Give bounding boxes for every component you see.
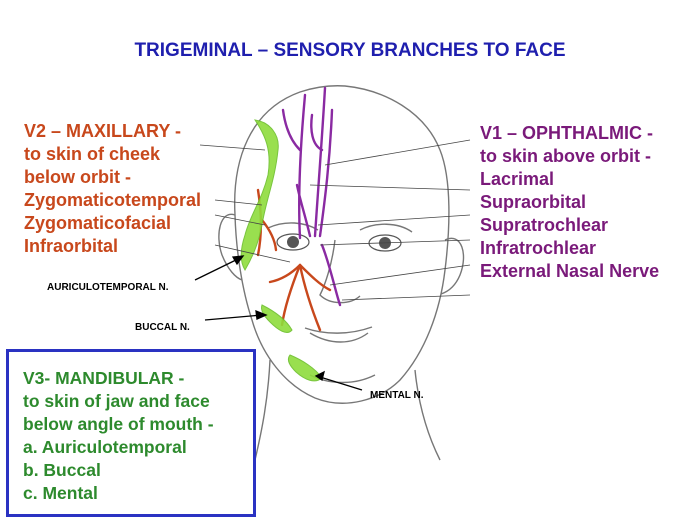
maxillary-line: to skin of cheek bbox=[24, 144, 161, 164]
mental-label: MENTAL N. bbox=[370, 390, 424, 401]
mandibular-line: c. Mental bbox=[23, 483, 98, 503]
mandibular-box: V3- MANDIBULAR - to skin of jaw and face… bbox=[6, 349, 256, 517]
ophthalmic-line: Lacrimal bbox=[480, 169, 555, 189]
mandibular-line: V3- MANDIBULAR - bbox=[23, 368, 185, 388]
label-arrows bbox=[194, 255, 363, 391]
auriculotemporal-label: AURICULOTEMPORAL N. bbox=[47, 282, 169, 293]
leader-lines bbox=[199, 139, 471, 301]
page-title: TRIGEMINAL – SENSORY BRANCHES TO FACE bbox=[134, 40, 566, 61]
maxillary-line: Infraorbital bbox=[24, 236, 119, 256]
ophthalmic-line: External Nasal Nerve bbox=[480, 261, 660, 281]
mandibular-line: to skin of jaw and face bbox=[23, 391, 210, 411]
maxillary-line: below orbit - bbox=[24, 167, 131, 187]
ophthalmic-line: Supratrochlear bbox=[480, 215, 609, 235]
eyes bbox=[276, 233, 402, 252]
ophthalmic-line: Supraorbital bbox=[480, 192, 587, 212]
ophthalmic-nerves bbox=[281, 86, 342, 307]
maxillary-line: Zygomaticofacial bbox=[24, 213, 172, 233]
ophthalmic-line: Infratrochlear bbox=[480, 238, 597, 258]
mandibular-nerves bbox=[240, 119, 323, 382]
maxillary-line: Zygomaticotemporal bbox=[24, 190, 202, 210]
mandibular-line: a. Auriculotemporal bbox=[23, 437, 187, 457]
ophthalmic-line: V1 – OPHTHALMIC - bbox=[480, 123, 654, 143]
ophthalmic-text: V1 – OPHTHALMIC - to skin above orbit - … bbox=[480, 122, 659, 283]
mandibular-text: V3- MANDIBULAR - to skin of jaw and face… bbox=[23, 367, 214, 505]
maxillary-line: V2 – MAXILLARY - bbox=[24, 121, 182, 141]
mandibular-line: b. Buccal bbox=[23, 460, 101, 480]
maxillary-text: V2 – MAXILLARY - to skin of cheek below … bbox=[24, 120, 201, 258]
buccal-label: BUCCAL N. bbox=[135, 322, 190, 333]
ophthalmic-line: to skin above orbit - bbox=[480, 146, 652, 166]
mandibular-line: below angle of mouth - bbox=[23, 414, 214, 434]
